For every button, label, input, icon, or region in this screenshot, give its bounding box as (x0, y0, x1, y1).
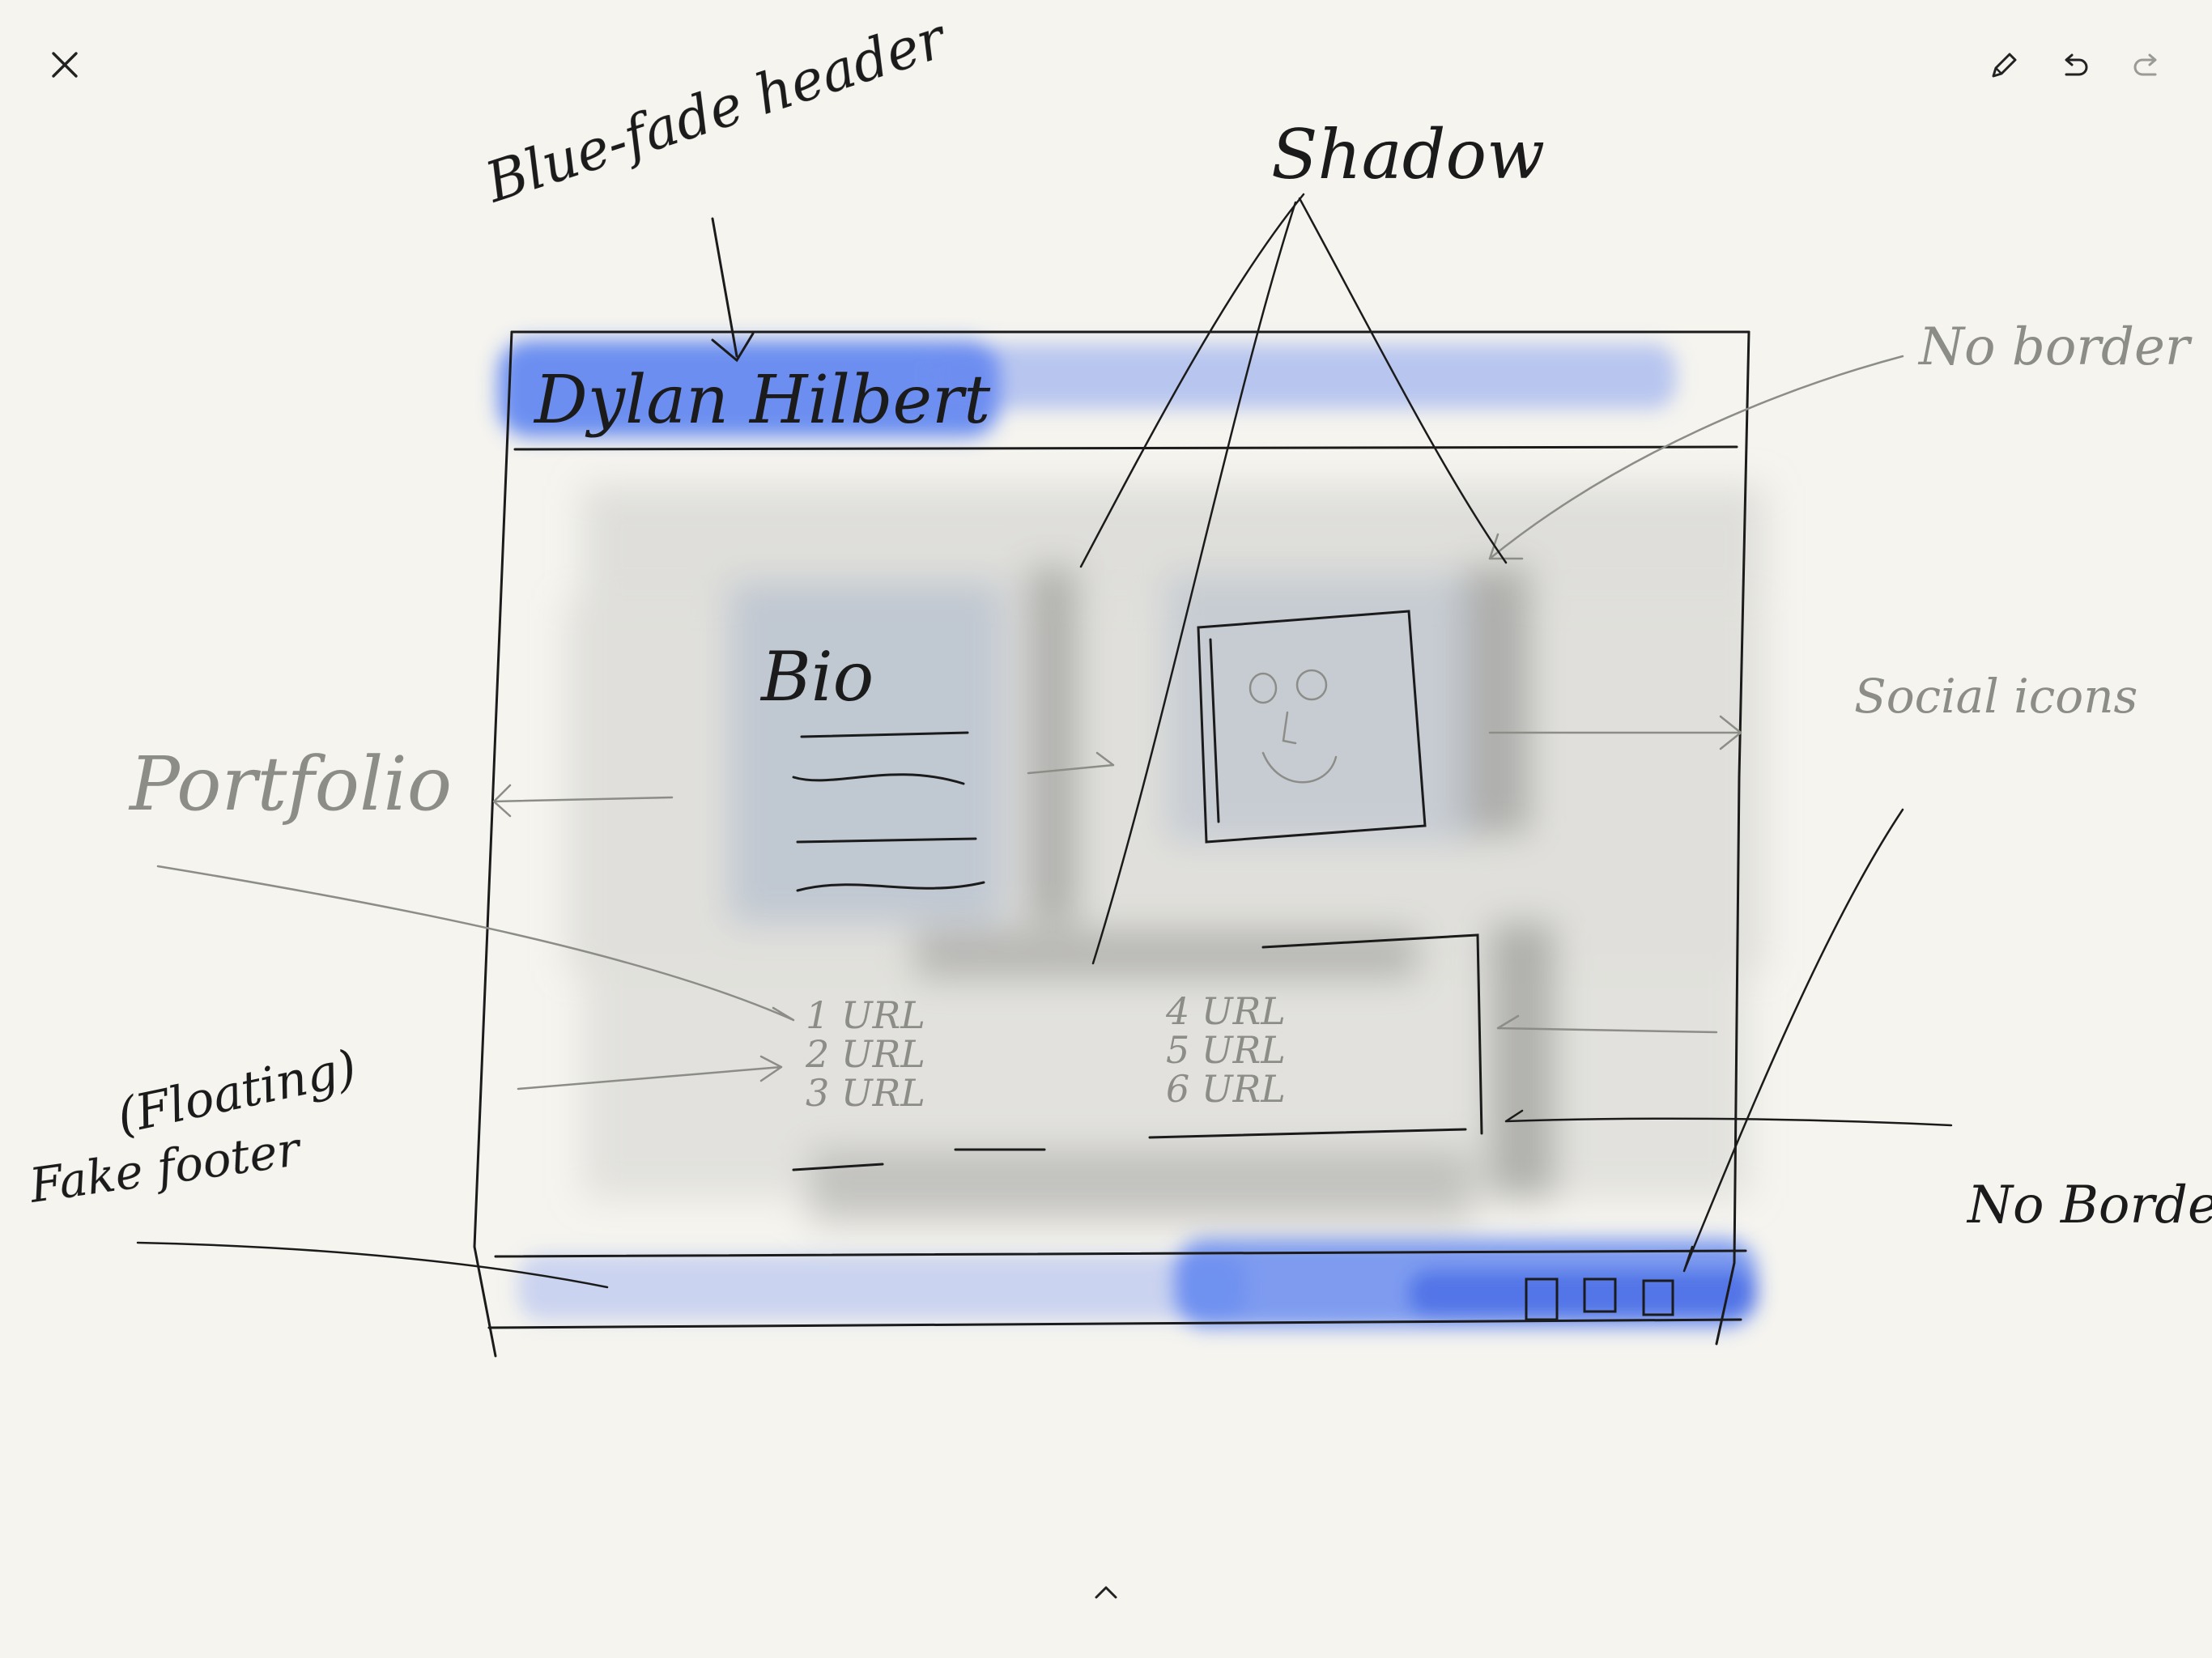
portfolio-link-1: 1 URL (806, 993, 925, 1037)
shadow-note: Shadow (1271, 115, 1545, 194)
portfolio-link-3: 3 URL (806, 1071, 925, 1115)
portfolio-note: Portfolio (128, 741, 452, 827)
redo-button[interactable] (2126, 45, 2168, 87)
blue-fade-header-note: Blue-fade header (477, 6, 955, 215)
social-icon-boxes (1525, 1278, 1674, 1321)
pen-button[interactable] (1982, 45, 2024, 87)
header-title: Dylan Hilbert (533, 362, 991, 439)
grey-shadow-wash (567, 486, 1765, 1222)
blue-fade-wash (498, 340, 1757, 1328)
portfolio-link-2: 2 URL (805, 1032, 925, 1076)
undo-icon (2065, 53, 2088, 76)
portfolio-link-4: 4 URL (1165, 989, 1286, 1033)
annotation-arrows (156, 355, 1904, 1090)
face-icon (1249, 669, 1338, 784)
pen-icon (1992, 53, 2017, 78)
expand-button[interactable] (1085, 1571, 1127, 1613)
close-icon (52, 52, 78, 78)
redo-icon (2133, 53, 2157, 76)
ink-leader-lines (136, 193, 1953, 1289)
chevron-up-icon (1095, 1586, 1117, 1599)
close-button[interactable] (45, 45, 84, 84)
portfolio-link-list: 1 URL 2 URL 3 URL 4 URL 5 URL 6 URL (805, 989, 1286, 1115)
no-border-bottom-note: No Border (1966, 1175, 2212, 1235)
portfolio-box (792, 933, 1483, 1171)
bio-heading: Bio (759, 637, 874, 716)
bio-text-lines (792, 731, 985, 892)
undo-button[interactable] (2053, 45, 2095, 87)
no-border-top-note: No border (1917, 317, 2193, 377)
wireframe-outline (473, 217, 1750, 1358)
social-icons-note: Social icons (1854, 669, 2138, 724)
profile-photo-frame (1197, 610, 1427, 844)
portfolio-link-5: 5 URL (1166, 1028, 1286, 1072)
portfolio-link-6: 6 URL (1166, 1067, 1286, 1111)
